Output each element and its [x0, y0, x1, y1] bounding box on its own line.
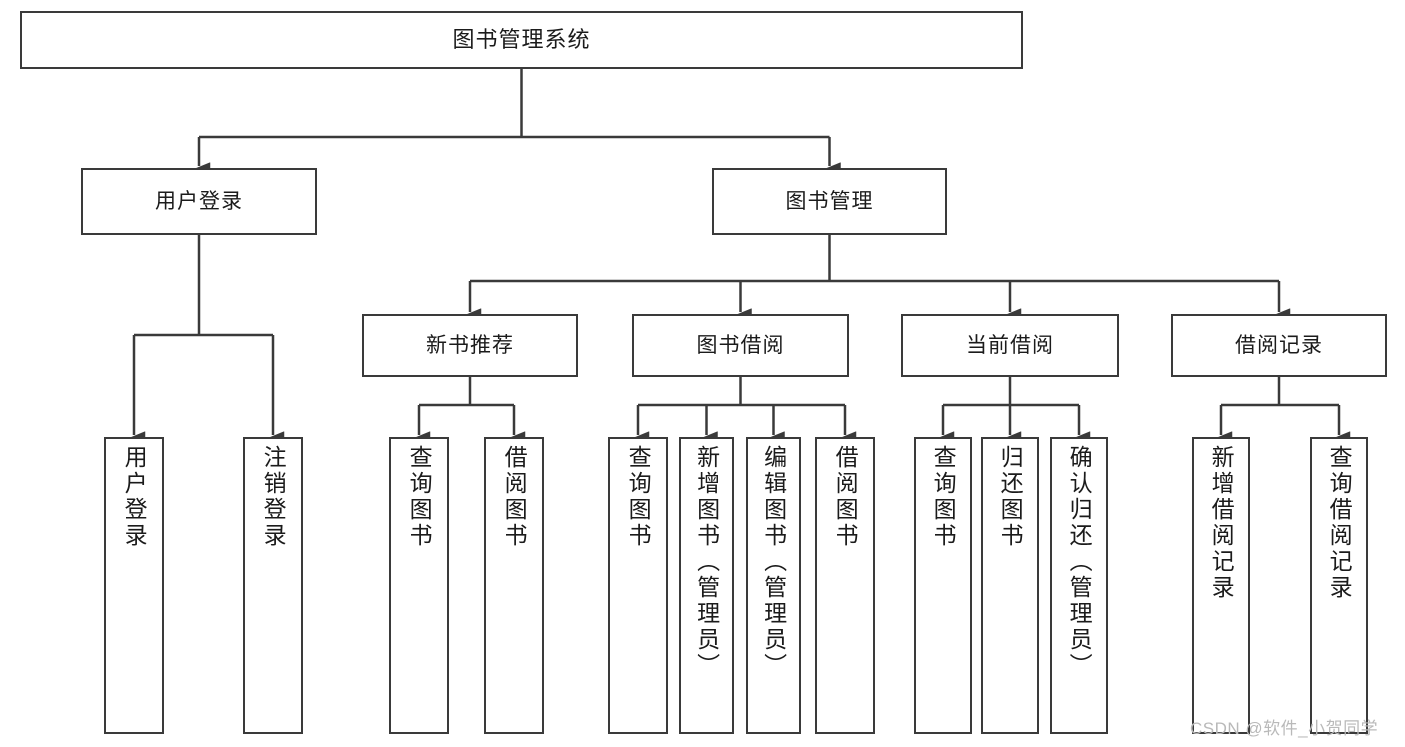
node-label: 确认归还（管理员） [1066, 445, 1093, 679]
node-login[interactable]: 用户登录 [81, 168, 317, 235]
node-label: 新书推荐 [426, 333, 514, 357]
node-label: 用户登录 [121, 445, 148, 549]
node-l-cb-return[interactable]: 归还图书 [981, 437, 1039, 734]
node-l-cb-query[interactable]: 查询图书 [914, 437, 972, 734]
node-l-bb-add[interactable]: 新增图书（管理员） [679, 437, 734, 734]
node-l-rc-add[interactable]: 新增借阅记录 [1192, 437, 1250, 734]
node-label: 新增图书（管理员） [693, 445, 720, 679]
node-l-nb-query[interactable]: 查询图书 [389, 437, 449, 734]
node-l-bb-edit[interactable]: 编辑图书（管理员） [746, 437, 801, 734]
csdn-watermark: CSDN @软件_小贺同学 [1190, 719, 1379, 738]
node-label: 用户登录 [155, 189, 243, 213]
node-label: 查询图书 [406, 445, 433, 549]
node-current[interactable]: 当前借阅 [901, 314, 1119, 377]
node-borrow[interactable]: 图书借阅 [632, 314, 849, 377]
node-l-logout[interactable]: 注销登录 [243, 437, 303, 734]
node-newbook[interactable]: 新书推荐 [362, 314, 578, 377]
node-label: 注销登录 [260, 445, 287, 549]
node-label: 归还图书 [997, 445, 1024, 549]
node-l-nb-borrow[interactable]: 借阅图书 [484, 437, 544, 734]
node-label: 借阅图书 [501, 445, 528, 549]
node-label: 查询图书 [930, 445, 957, 549]
node-label: 借阅记录 [1235, 333, 1323, 357]
node-bookmgmt[interactable]: 图书管理 [712, 168, 947, 235]
node-label: 查询图书 [625, 445, 652, 549]
node-root[interactable]: 图书管理系统 [20, 11, 1023, 69]
node-records[interactable]: 借阅记录 [1171, 314, 1387, 377]
node-label: 借阅图书 [832, 445, 859, 549]
node-l-login[interactable]: 用户登录 [104, 437, 164, 734]
node-label: 编辑图书（管理员） [760, 445, 787, 679]
node-label: 当前借阅 [966, 333, 1054, 357]
node-label: 查询借阅记录 [1326, 445, 1353, 601]
node-label: 图书管理系统 [452, 26, 591, 52]
node-label: 新增借阅记录 [1208, 445, 1235, 601]
node-l-bb-query[interactable]: 查询图书 [608, 437, 668, 734]
node-label: 图书管理 [785, 189, 874, 213]
node-l-cb-confirm[interactable]: 确认归还（管理员） [1050, 437, 1108, 734]
node-l-bb-lend[interactable]: 借阅图书 [815, 437, 875, 734]
node-label: 图书借阅 [696, 333, 785, 357]
node-l-rc-query[interactable]: 查询借阅记录 [1310, 437, 1368, 734]
